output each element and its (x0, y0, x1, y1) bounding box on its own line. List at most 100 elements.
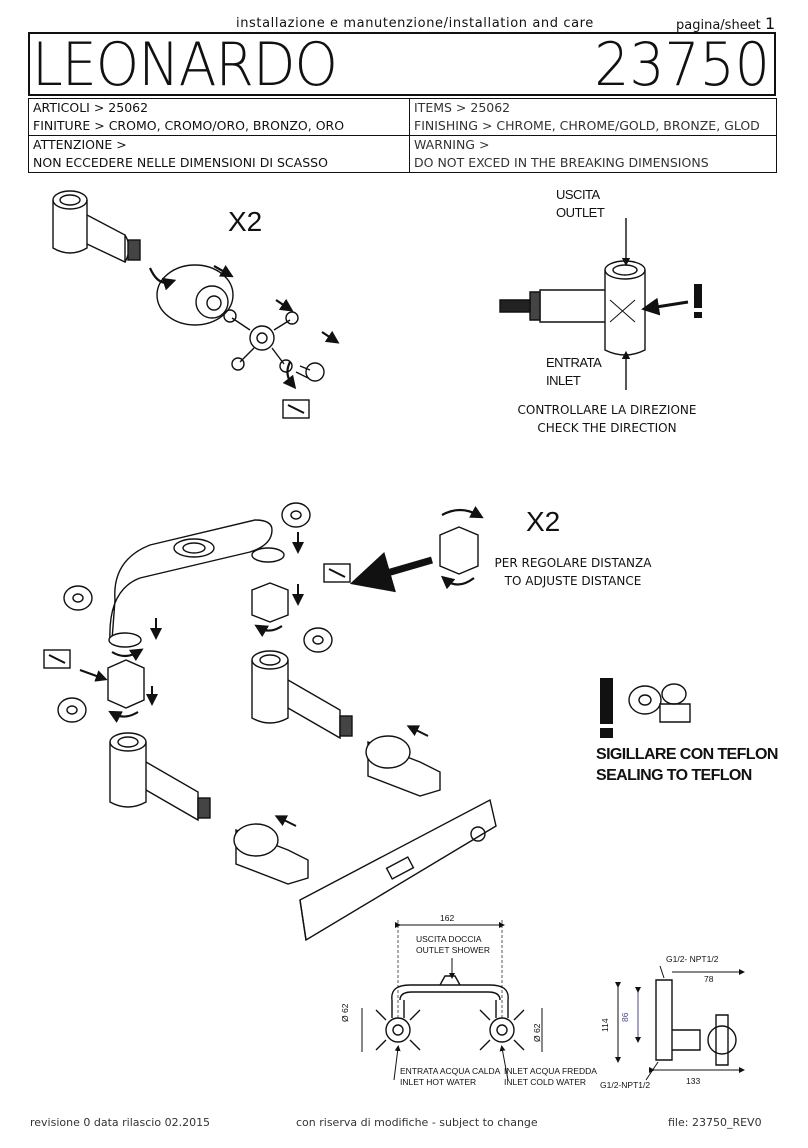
arrow-icon (321, 330, 340, 344)
page-header: installazione e manutenzione/installatio… (0, 12, 808, 33)
footer-reserve: con riserva di modifiche - subject to ch… (296, 1116, 538, 1129)
cross-handle (223, 309, 299, 373)
hex-nut-left (107, 659, 145, 709)
direction-valve (499, 260, 646, 356)
step1-multiplier: X2 (228, 206, 263, 237)
arrow-icon (406, 725, 429, 737)
installation-it: installazione e manutenzione (236, 16, 444, 31)
inlet-it: ENTRATA (546, 355, 602, 370)
warning-text: DO NOT EXCED IN THE BREAKING DIMENSIONS (414, 155, 709, 170)
wrench-icon (328, 568, 346, 578)
outlet-shower-label: USCITA DOCCIA OUTLET SHOWER (416, 934, 490, 956)
big-arrow-icon (349, 551, 433, 593)
product-code: 23750 (594, 30, 770, 100)
teflon-en: SEALING TO TEFLON (596, 767, 752, 784)
arrow-icon (213, 264, 234, 278)
hex-nut-adjust (439, 526, 479, 575)
hot-en: INLET HOT WATER (400, 1077, 477, 1087)
rotate-arrow-icon (282, 361, 297, 390)
teflon-note: SIGILLARE CON TEFLON SEALING TO TEFLON (596, 744, 778, 786)
rotate-arrow-icon (111, 648, 144, 662)
attenzione-label: ATTENZIONE > (33, 137, 127, 152)
dim-dia-left: Ø 62 (340, 1003, 350, 1022)
adjust-en: TO ADJUSTE DISTANCE (504, 574, 642, 588)
finishing-text: FINISHING > CHROME, CHROME/GOLD, BRONZE,… (414, 118, 760, 133)
arrow-icon (79, 669, 108, 682)
check-en: CHECK THE DIRECTION (537, 421, 677, 435)
dim-114: 114 (600, 1018, 610, 1032)
adjust-it: PER REGOLARE DISTANZA (494, 556, 652, 570)
thread-bottom-label: G1/2-NPT1/2 (600, 1080, 651, 1090)
rotate-arrow-icon (254, 624, 283, 638)
teflon-it: SIGILLARE CON TEFLON (596, 746, 778, 763)
warning-exclamation-dot (694, 312, 702, 318)
cover-sleeve-left (233, 823, 309, 885)
sheet-number: 1 (764, 14, 776, 33)
attenzione-text: NON ECCEDERE NELLE DIMENSIONI DI SCASSO (33, 155, 328, 170)
outlet-en: OUTLET (556, 205, 605, 220)
adjust-distance-note: PER REGOLARE DISTANZA TO ADJUSTE DISTANC… (490, 554, 656, 590)
screw-cap (295, 362, 325, 382)
inlet-label: ENTRATA INLET (546, 354, 602, 390)
warning-cell: WARNING > DO NOT EXCED IN THE BREAKING D… (409, 135, 777, 173)
shower-it: USCITA DOCCIA (416, 934, 482, 944)
items-text: ITEMS > 25062 (414, 100, 511, 115)
product-name: LEONARDO (32, 30, 338, 100)
arrow-icon (274, 815, 297, 827)
info-table: ARTICOLI > 25062 FINITURE > CROMO, CROMO… (28, 98, 777, 173)
hot-it: ENTRATA ACQUA CALDA (400, 1066, 501, 1076)
direction-arrow-icon (641, 297, 689, 316)
teflon-roll-icon (57, 502, 662, 723)
valve-body-step1 (52, 190, 141, 264)
step2-multiplier: X2 (526, 506, 561, 537)
dim-162: 162 (440, 913, 455, 923)
cold-it: INLET ACQUA FREDDA (504, 1066, 597, 1076)
valve-body-left (109, 732, 211, 822)
installation-template (299, 798, 497, 942)
cold-en: INLET COLD WATER (504, 1077, 587, 1087)
rosette-cover (156, 264, 234, 326)
arrow-icon (275, 298, 294, 312)
dim-133: 133 (686, 1076, 701, 1086)
sheet-label-en: /sheet (720, 18, 761, 33)
hot-inlet-label: ENTRATA ACQUA CALDA INLET HOT WATER (400, 1066, 500, 1088)
finiture-text: FINITURE > CROMO, CROMO/ORO, BRONZO, ORO (33, 118, 345, 133)
articoli-cell: ARTICOLI > 25062 FINITURE > CROMO, CROMO… (28, 98, 410, 136)
articoli-text: ARTICOLI > 25062 (33, 100, 149, 115)
hex-nut-top (251, 582, 289, 623)
wrench-box-3 (43, 649, 71, 669)
spout-arm (108, 519, 285, 648)
dim-dia-right: Ø 62 (532, 1023, 542, 1042)
wrench-box-1 (282, 399, 310, 419)
inlet-en: INLET (546, 373, 581, 388)
teflon-fitting (659, 683, 691, 723)
valve-body-right (251, 650, 353, 740)
footer-revision: revisione 0 data rilascio 02.2015 (30, 1116, 211, 1129)
installation-heading: installazione e manutenzione/installatio… (236, 16, 594, 31)
thread-top-label: G1/2- NPT1/2 (666, 954, 719, 964)
sheet-label: pagina/sheet 1 (676, 14, 775, 33)
wrench-icon (287, 404, 305, 414)
check-it: CONTROLLARE LA DIREZIONE (517, 403, 697, 417)
cover-sleeve-right (365, 735, 441, 797)
attenzione-cell: ATTENZIONE > NON ECCEDERE NELLE DIMENSIO… (28, 135, 410, 173)
wrench-icon (48, 654, 66, 664)
warning-exclamation-bar (694, 284, 702, 308)
rotate-arrow-icon (441, 506, 484, 519)
sheet-label-it: pagina (676, 18, 721, 33)
front-dimension-drawing (361, 920, 543, 1081)
rotate-arrow-icon (440, 575, 475, 590)
outlet-it: USCITA (556, 187, 600, 202)
rotate-arrow-icon (148, 267, 177, 291)
rotate-arrow-icon (108, 710, 139, 723)
installation-en: /installation and care (443, 16, 594, 31)
side-dimension-drawing (615, 965, 745, 1081)
cold-inlet-label: INLET ACQUA FREDDA INLET COLD WATER (504, 1066, 597, 1088)
teflon-exclamation-bar (600, 678, 613, 724)
dim-86: 86 (620, 1012, 630, 1022)
footer-file: file: 23750_REV0 (668, 1116, 762, 1129)
title-box: LEONARDO 23750 (28, 30, 776, 100)
check-direction-note: CONTROLLARE LA DIREZIONE CHECK THE DIREC… (504, 401, 710, 437)
shower-en: OUTLET SHOWER (416, 945, 490, 955)
